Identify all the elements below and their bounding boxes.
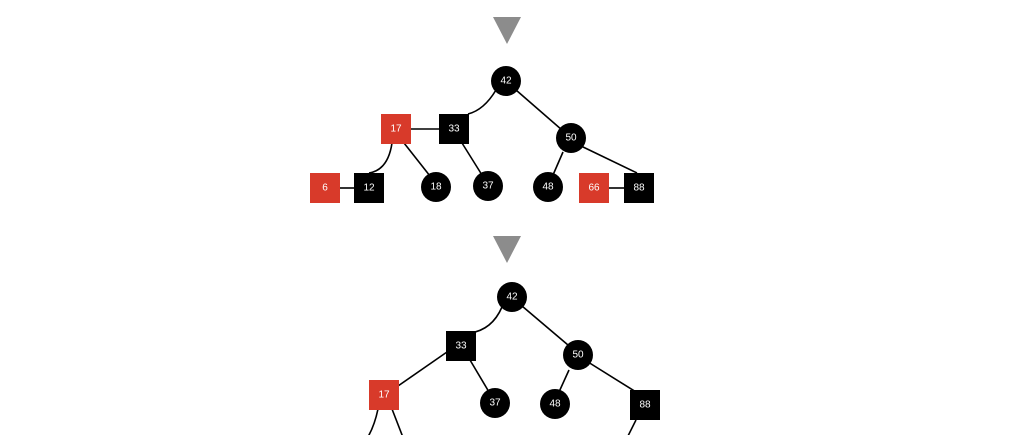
edge-17-to-left-child <box>368 408 379 435</box>
edge-42-to-33 <box>467 89 497 115</box>
edge-33-to-17 <box>397 351 448 387</box>
node-18: 18 <box>421 172 451 202</box>
edge-33-to-37 <box>469 359 490 393</box>
node-48: 48 <box>533 172 563 202</box>
node-37: 37 <box>473 171 503 201</box>
node-label: 42 <box>506 292 518 303</box>
node-88: 88 <box>624 173 654 203</box>
node-label: 48 <box>549 399 561 410</box>
node-label: 50 <box>572 350 584 361</box>
node-33: 33 <box>446 331 476 361</box>
edge-50-to-66-88 <box>580 145 638 174</box>
node-48: 48 <box>540 389 570 419</box>
down-arrow-icon <box>493 17 521 44</box>
node-37: 37 <box>480 388 510 418</box>
edge-42-to-33 <box>469 306 503 334</box>
edge-42-to-50 <box>515 89 563 131</box>
node-17: 17 <box>381 114 411 144</box>
node-label: 50 <box>565 133 577 144</box>
node-12: 12 <box>354 173 384 203</box>
edge-17-to-6-12 <box>368 142 393 174</box>
node-label: 88 <box>639 400 651 411</box>
node-label: 48 <box>542 182 554 193</box>
edge-50-to-88 <box>587 361 637 393</box>
node-label: 88 <box>633 183 645 194</box>
node-6: 6 <box>310 173 340 203</box>
edge-88-to-child <box>627 419 637 435</box>
tree-after: 42 33 50 17 37 48 88 <box>368 282 660 435</box>
node-label: 37 <box>489 398 501 409</box>
node-66: 66 <box>579 173 609 203</box>
edge-17-to-18 <box>403 142 431 177</box>
node-label: 37 <box>482 181 494 192</box>
node-33: 33 <box>439 114 469 144</box>
edge-50-to-48 <box>552 151 564 176</box>
node-17: 17 <box>369 380 399 410</box>
node-50: 50 <box>556 123 586 153</box>
node-label: 66 <box>588 183 600 194</box>
node-50: 50 <box>563 340 593 370</box>
edge-42-to-50 <box>521 305 569 346</box>
tree-before-edges <box>339 89 638 189</box>
node-42: 42 <box>491 66 521 96</box>
edge-33-to-37 <box>461 142 483 176</box>
edge-50-to-48 <box>558 369 570 393</box>
node-label: 6 <box>322 183 328 194</box>
node-label: 33 <box>448 124 460 135</box>
node-label: 17 <box>378 390 390 401</box>
node-label: 33 <box>455 341 467 352</box>
node-label: 42 <box>500 76 512 87</box>
edge-17-to-right-child <box>391 408 403 435</box>
node-label: 12 <box>363 183 375 194</box>
node-42: 42 <box>497 282 527 312</box>
tree-before: 42 17 33 50 6 12 18 37 <box>310 66 654 203</box>
node-88: 88 <box>630 390 660 420</box>
node-label: 17 <box>390 124 402 135</box>
down-arrow-icon <box>493 236 521 263</box>
node-label: 18 <box>430 182 442 193</box>
